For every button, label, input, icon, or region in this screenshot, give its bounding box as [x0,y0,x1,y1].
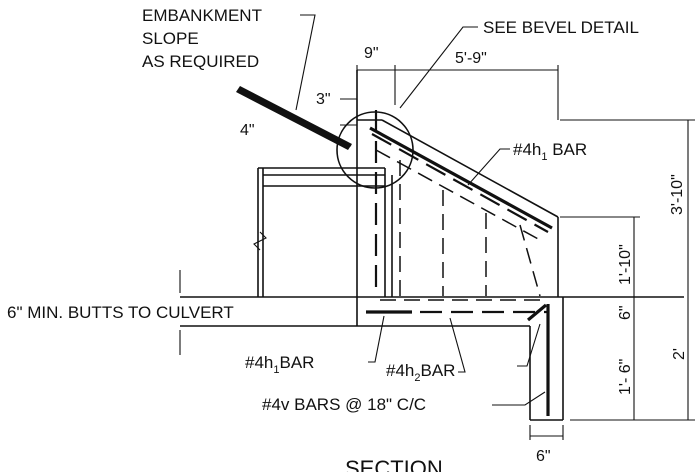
embankment-label: EMBANKMENT [142,6,262,25]
dim-top-right: 5'-9" [455,50,487,67]
v-bars-label: #4v BARS @ 18" C/C [262,395,426,414]
dim-right-bottom-total: 2' [671,348,688,360]
bar-h1-top-label: #4h1 BAR [513,140,587,163]
dim-right-total: 3'-10" [669,174,686,215]
butts-to-culvert-label: 6" MIN. BUTTS TO CULVERT [7,303,234,322]
dim-right-mid: 6" [617,305,634,320]
dim-top-left: 9" [364,45,379,62]
dim-left-4: 4" [240,122,255,139]
bevel-detail-circle [336,111,414,189]
dim-bottom: 6" [536,448,551,465]
dim-left-3: 3" [316,91,331,108]
section-title: SECTION [345,456,443,472]
see-bevel-label: SEE BEVEL DETAIL [483,18,639,37]
embankment-hatch [236,86,352,150]
concrete-outline [180,70,684,421]
as-required-label: AS REQUIRED [142,52,259,71]
culvert-wall [253,167,393,297]
bar-h2-label: #4h2BAR [386,361,455,384]
dimension-lines [179,65,695,440]
reinforcing-bars [366,110,553,416]
leader-lines [295,14,546,406]
dim-right-lower: 1'- 6" [617,359,634,395]
slope-label: SLOPE [142,29,199,48]
dim-right-upper: 1'-10" [617,244,634,285]
bar-h1-low-label: #4h1BAR [245,353,314,376]
